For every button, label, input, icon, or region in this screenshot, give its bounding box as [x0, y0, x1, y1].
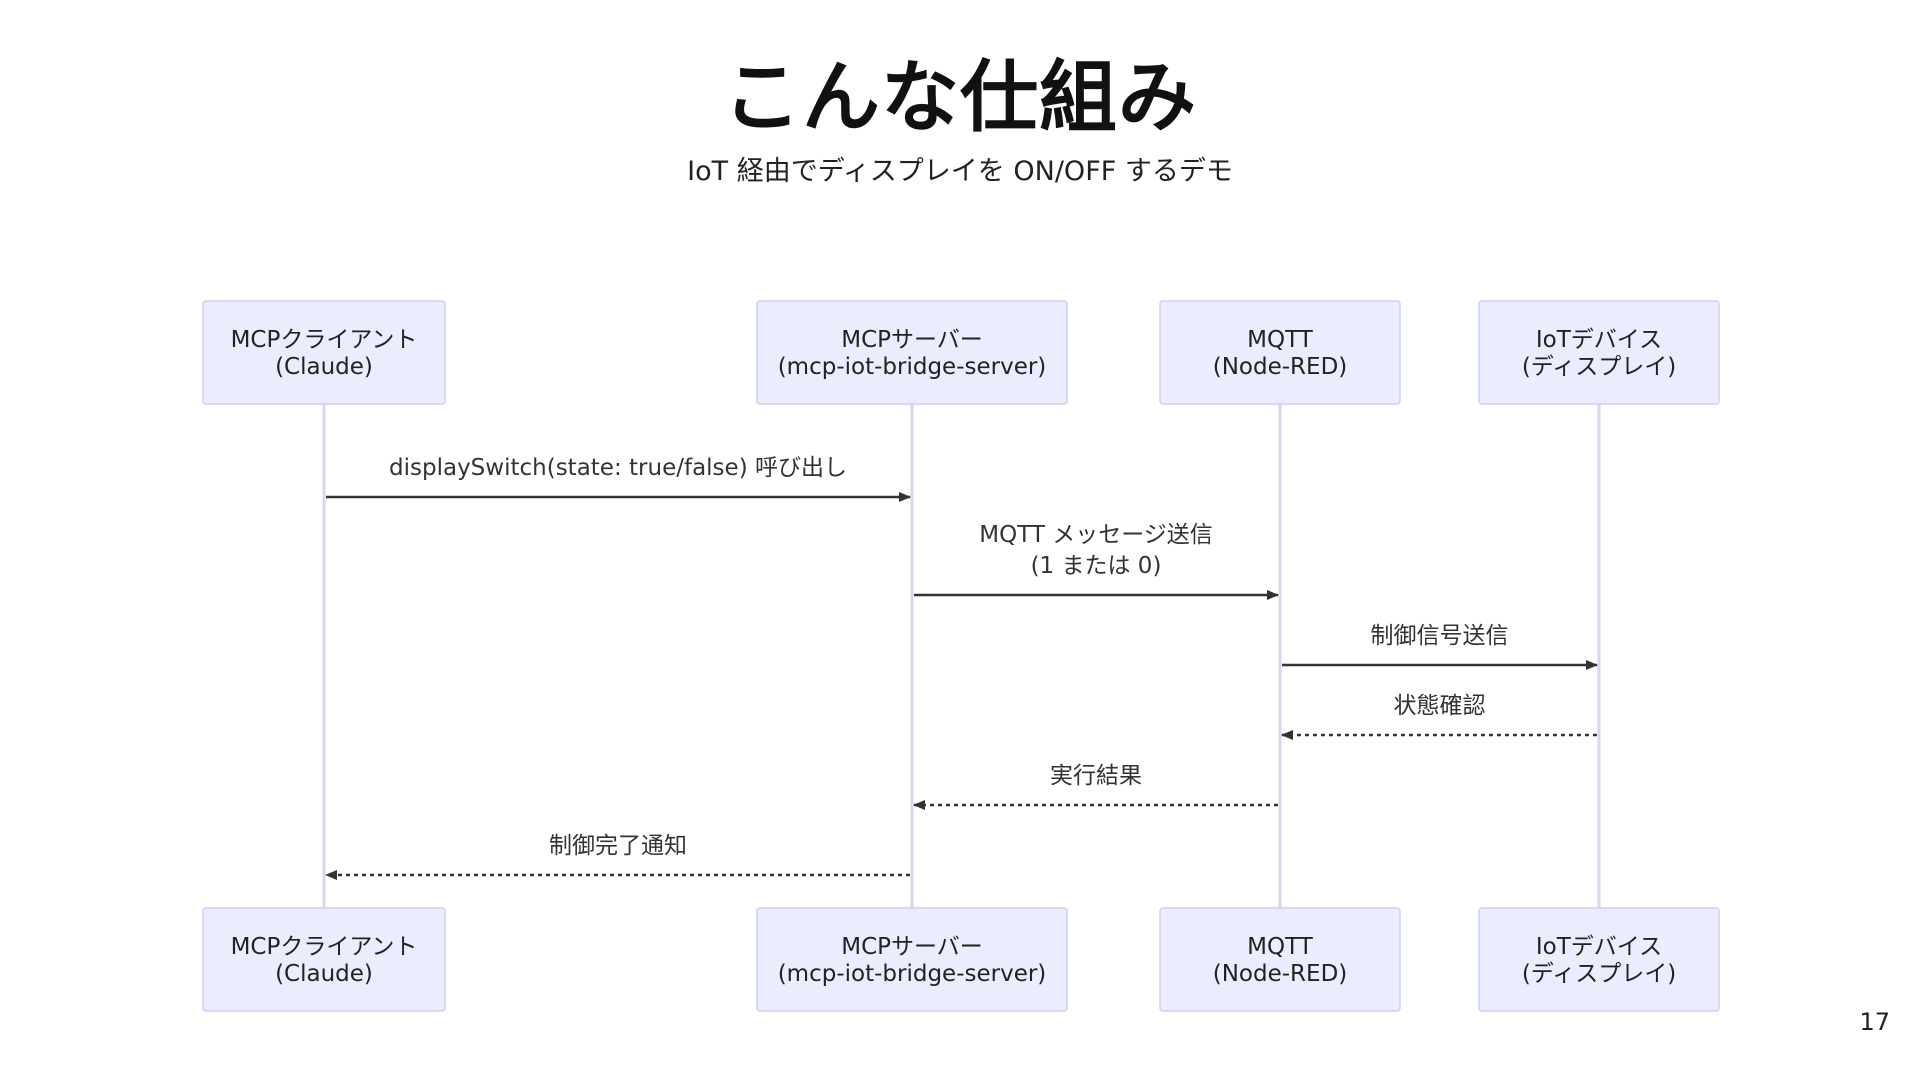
participant-detail: (Claude) — [275, 354, 373, 380]
message-4: 状態確認 — [1281, 693, 1597, 740]
participant-name: IoTデバイス — [1536, 327, 1662, 353]
message-2: MQTT メッセージ送信 (1 または 0) — [914, 522, 1279, 600]
message-3: 制御信号送信 — [1282, 623, 1598, 670]
slide-title: こんな仕組み — [722, 53, 1197, 143]
actors-top: MCPクライアント(Claude) MCPサーバー(mcp-iot-bridge-… — [202, 300, 1720, 405]
participant-server-top: MCPサーバー(mcp-iot-bridge-server) — [756, 300, 1068, 405]
participant-detail: (Claude) — [275, 961, 373, 987]
message-label: 制御信号送信 — [1371, 623, 1509, 649]
participant-detail: (Node-RED) — [1213, 961, 1348, 987]
participant-box — [1159, 907, 1401, 1012]
participant-detail: (ディスプレイ) — [1522, 961, 1676, 987]
participant-client-top: MCPクライアント(Claude) — [202, 300, 446, 405]
participant-box — [756, 907, 1068, 1012]
participant-detail: (Node-RED) — [1213, 354, 1348, 380]
participant-box — [1159, 300, 1401, 405]
message-label: 状態確認 — [1394, 693, 1486, 719]
messages: displaySwitch(state: true/false) 呼び出し MQT… — [325, 455, 1598, 880]
participant-server-bottom: MCPサーバー(mcp-iot-bridge-server) — [756, 907, 1068, 1012]
participant-mqtt-bottom: MQTT(Node-RED) — [1159, 907, 1401, 1012]
participant-client-bottom: MCPクライアント(Claude) — [202, 907, 446, 1012]
message-label: 実行結果 — [1050, 763, 1142, 789]
participant-name: MCPクライアント — [231, 327, 418, 353]
lifelines — [322, 404, 1601, 908]
message-label: displaySwitch(state: true/false) 呼び出し — [389, 455, 847, 481]
message-label: MQTT メッセージ送信 — [979, 522, 1213, 548]
participant-box — [1478, 300, 1720, 405]
participant-device-top: IoTデバイス(ディスプレイ) — [1478, 300, 1720, 405]
participant-name: MQTT — [1247, 327, 1314, 353]
participant-name: MQTT — [1247, 934, 1314, 960]
message-5: 実行結果 — [913, 763, 1278, 810]
participant-mqtt-top: MQTT(Node-RED) — [1159, 300, 1401, 405]
page-number: 17 — [1859, 1008, 1890, 1036]
participant-box — [756, 300, 1068, 405]
participant-box — [202, 300, 446, 405]
message-label: 制御完了通知 — [549, 833, 687, 859]
participant-name: MCPサーバー — [841, 934, 983, 960]
slide-subtitle: IoT 経由でディスプレイを ON/OFF するデモ — [687, 156, 1233, 187]
participant-detail: (mcp-iot-bridge-server) — [778, 354, 1047, 380]
participant-detail: (mcp-iot-bridge-server) — [778, 961, 1047, 987]
actors-bottom: MCPクライアント(Claude) MCPサーバー(mcp-iot-bridge-… — [202, 907, 1720, 1012]
participant-detail: (ディスプレイ) — [1522, 354, 1676, 380]
message-6: 制御完了通知 — [325, 833, 910, 880]
participant-box — [1478, 907, 1720, 1012]
message-label: (1 または 0) — [1031, 553, 1162, 579]
participant-device-bottom: IoTデバイス(ディスプレイ) — [1478, 907, 1720, 1012]
message-1: displaySwitch(state: true/false) 呼び出し — [326, 455, 911, 502]
participant-box — [202, 907, 446, 1012]
participant-name: IoTデバイス — [1536, 934, 1662, 960]
participant-name: MCPサーバー — [841, 327, 983, 353]
participant-name: MCPクライアント — [231, 934, 418, 960]
